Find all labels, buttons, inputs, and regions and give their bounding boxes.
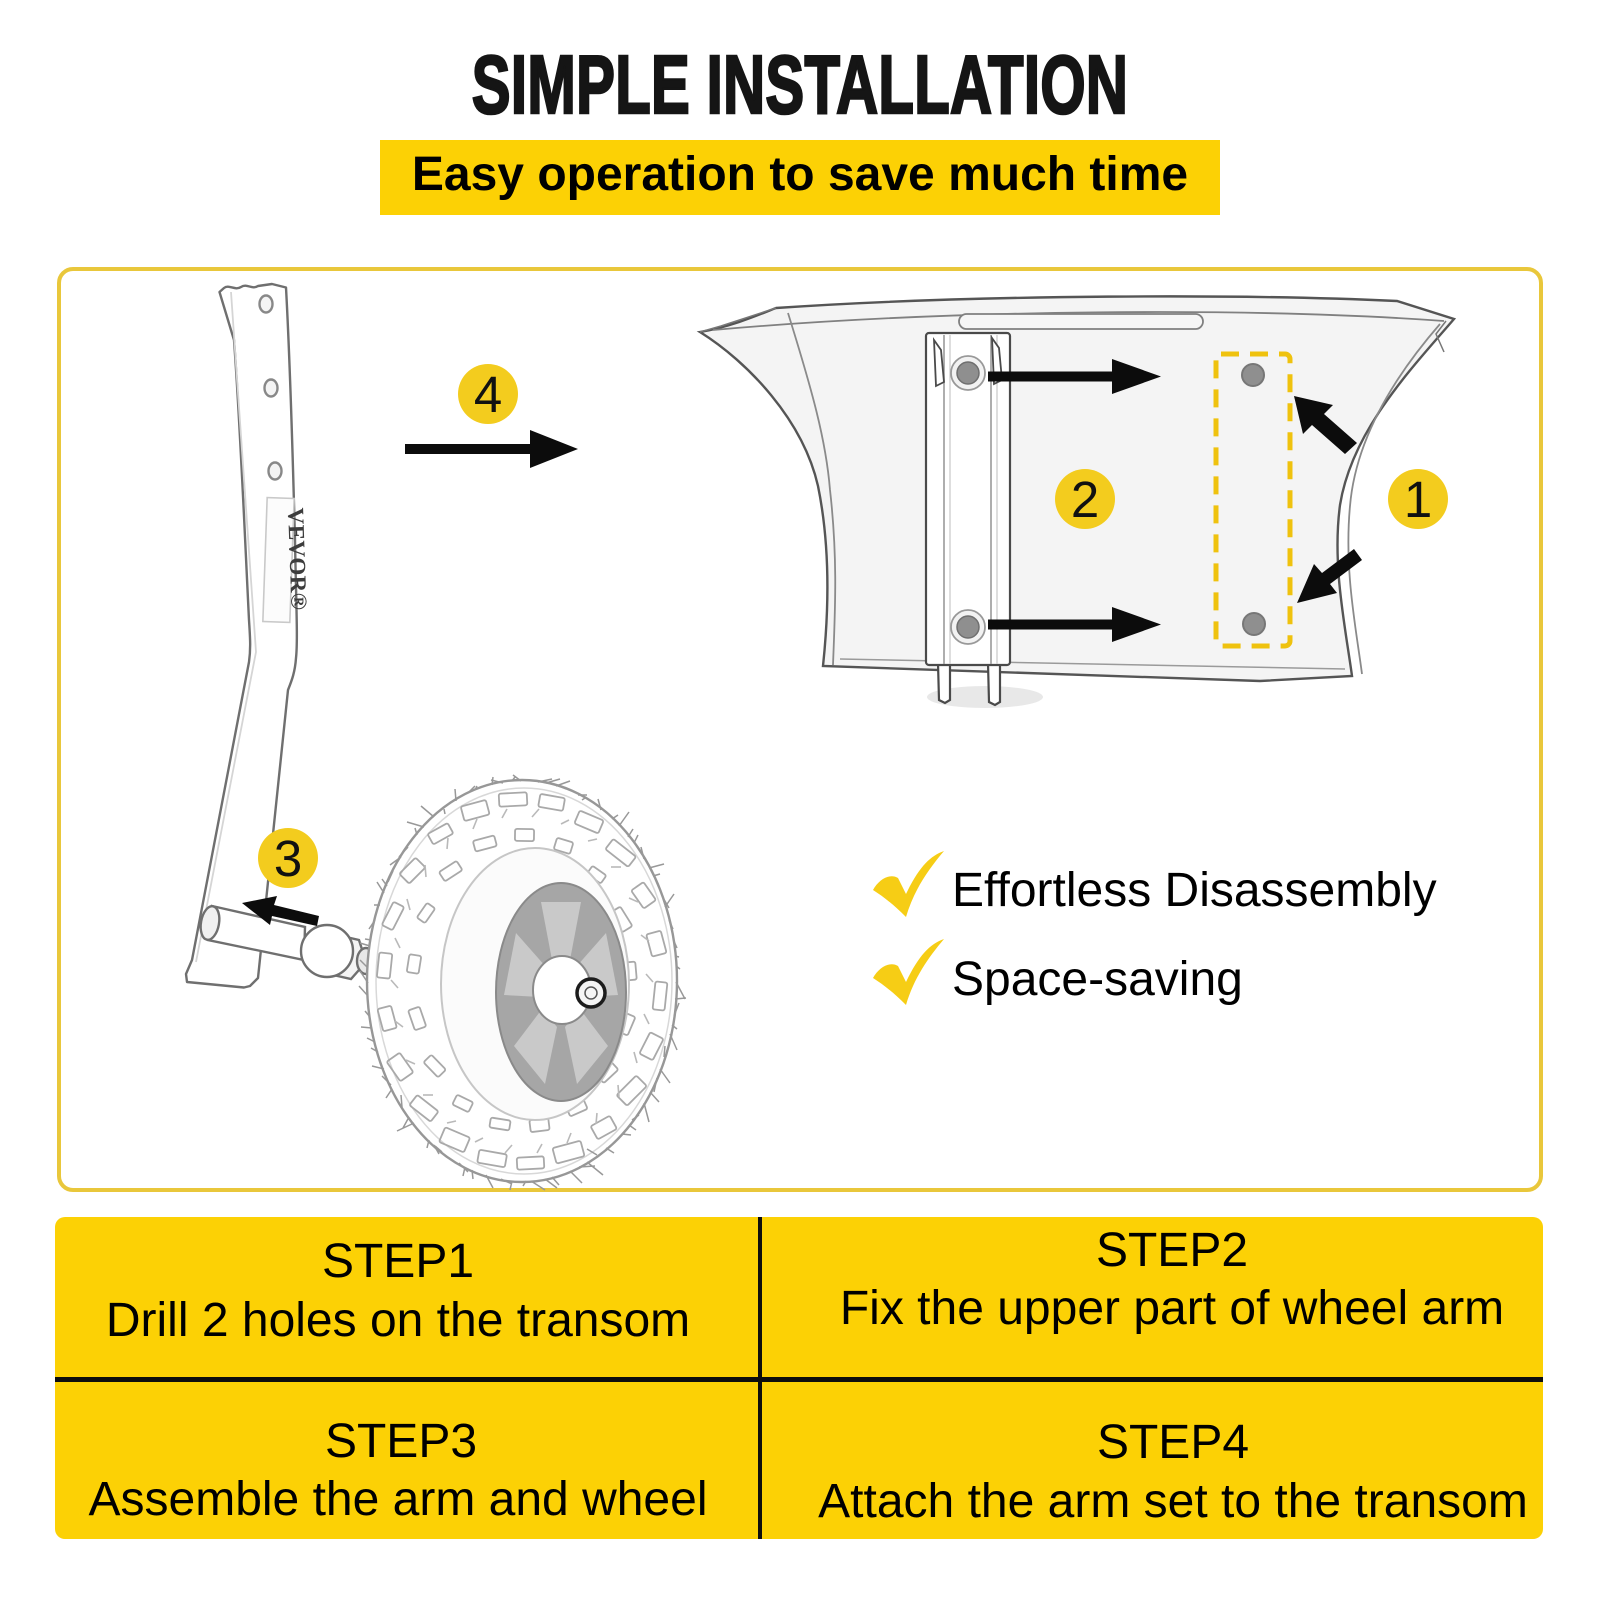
svg-text:1: 1: [1404, 471, 1432, 528]
svg-text:3: 3: [274, 830, 302, 887]
svg-text:VEVOR®: VEVOR®: [283, 507, 312, 611]
svg-text:2: 2: [1071, 471, 1099, 528]
svg-text:4: 4: [474, 366, 502, 423]
